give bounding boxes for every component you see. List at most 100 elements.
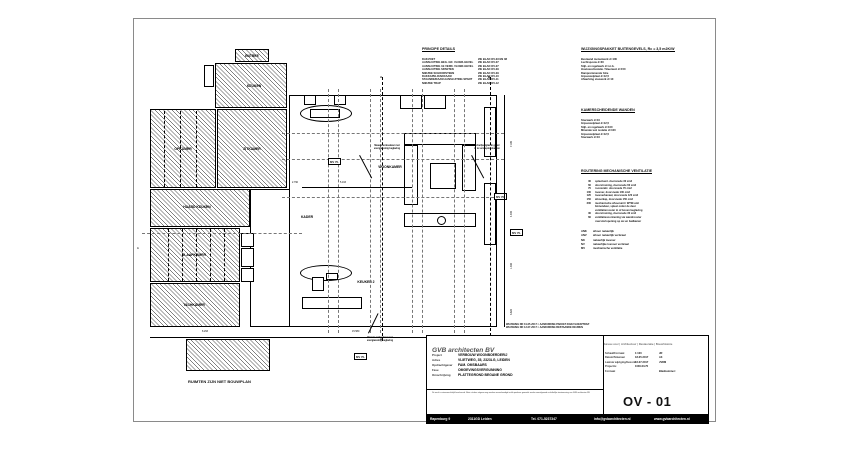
closet-3 <box>241 268 254 282</box>
revision-1: WIJZIGING DD 31-05-2017 > AANDUIDING PAK… <box>506 323 590 326</box>
vent-text: doorstroming, doorsnede 30 cm2 <box>595 212 637 216</box>
legend-ref: ZIE BLAD OV-07 <box>478 61 499 65</box>
dim-8: 3.620 <box>510 309 513 315</box>
note-entree-line2: energiezuinig beglazing <box>373 147 401 150</box>
legend-label: AANSLUITING SPANTEN <box>422 68 454 72</box>
vent-text: afvoerkap, doorsnede 150 cm2 <box>595 197 633 201</box>
room-tachkamer <box>150 283 240 327</box>
abbr-row: NV natuurlijke toevoer verticaal <box>581 243 716 247</box>
vent-symbol: 60 <box>588 215 591 219</box>
note-bottom-line1: Nieuwe entreedeur met <box>367 337 393 339</box>
legend-label: NIEUWE SCHOORSTEEN <box>422 71 455 75</box>
footer-email[interactable]: info@gvbarchitecten.nl <box>594 417 631 421</box>
closet-2 <box>241 248 254 267</box>
field-key: Adres <box>432 358 441 362</box>
field-key: Fase <box>432 368 439 372</box>
legend-wanden-title: KAMERSCHEIDENDE WANDEN <box>581 108 635 113</box>
footer-phone[interactable]: Tel. 071-5237347 <box>531 417 557 421</box>
furniture-coffee-table <box>430 163 456 189</box>
furniture-chair-2 <box>334 95 346 105</box>
field-value: FAM. OMSBAARS <box>458 363 487 367</box>
legend-line: Minerale wol isolatie d=100 <box>581 129 616 133</box>
abbr-desc: natuurlijke toevoer verticaal <box>593 242 629 246</box>
note-schuifpui-line2: in te verdiepingsbalkon <box>474 147 500 150</box>
legend-line: Afwerking stucwerk d=10 <box>581 78 614 82</box>
field-key: Project <box>432 353 442 357</box>
vent-text: ventilatierooster in of boven beglazing <box>595 208 643 212</box>
grid-value-1: 1030-03.70 <box>635 365 649 369</box>
legend-line: Luchtspouw d=30 <box>581 61 604 65</box>
furniture-table-top <box>310 109 340 118</box>
room-label-keuken: KEUKEN <box>246 84 262 88</box>
legend-ref: ZIE BLAD OV-03 EN 08 <box>478 58 507 61</box>
legend-ref: ZIE BLAD OV-09 <box>478 71 499 75</box>
room-label-keuken-2: KEUKEN 2 <box>357 280 375 284</box>
section-mark-b-top: B <box>488 75 491 79</box>
room-label-woonkamer: WOONKAMER <box>378 165 402 169</box>
legend-row: NIEUWE SCHOORSTEEN ZIE BLAD OV-09 <box>422 72 564 75</box>
grid-value-2: Bladnummer: <box>659 369 676 373</box>
abbr-key: NK <box>581 238 585 242</box>
room-label-kader: KADER <box>300 215 314 219</box>
grid-row: Projectnr.1030-03.70 <box>605 365 709 369</box>
grid-value-2: A3 <box>659 356 663 360</box>
section-mark-a-bottom: A <box>380 337 383 341</box>
field-value: VLIETWEG, 35, 2323LG, LEIDEN <box>458 358 510 362</box>
room-hall <box>250 189 290 327</box>
abbr-desc: mechanische ventilatie <box>593 246 623 250</box>
furniture-chair-1 <box>304 95 316 105</box>
dim-5: 7.185 <box>510 141 513 147</box>
furniture-kitchen-sink <box>326 273 338 280</box>
grid-value-1: 18-05-2017 <box>635 356 649 360</box>
vent-symbol: 30 <box>588 180 591 183</box>
callout-mv-2[interactable]: MV 70- <box>494 193 508 201</box>
room-label-entree: ENTREE <box>245 54 259 58</box>
title-block: GVB architecten BV Bureau voor | Archite… <box>426 335 709 416</box>
legend-label: NIEUWE TRAP <box>422 81 441 85</box>
legend-label: AANSLUITING BEG. GR. VLOER-GEVEL <box>422 61 474 65</box>
vent-symbol: 120 <box>586 194 591 198</box>
room-woonkamer-outline <box>289 95 497 327</box>
vent-text: binnendeur, spleet onder de deur <box>595 205 636 209</box>
legend-label: DAKKAPEL/DAKRAAM <box>422 75 452 79</box>
legend-label: DAKVOET <box>422 58 436 61</box>
room-label-haard-keuken: HAARD KEUKEN <box>183 205 211 209</box>
vent-text: toevoer, doorsnede 100 cm2 <box>595 190 630 194</box>
vent-text: overstortopening op wc en badkamer <box>595 219 642 223</box>
grid-key: Datum/Tekenaar <box>605 356 625 360</box>
callout-mv-1[interactable]: MV 70- <box>328 158 342 166</box>
legend-ref: ZIE BLAD OV-07 <box>478 64 499 68</box>
abbr-key: ANK <box>581 230 587 234</box>
field-row: Adres VLIETWEG, 35, 2323LG, LEIDEN <box>432 358 600 363</box>
callout-mv-3[interactable]: MV 70- <box>510 229 524 237</box>
legend-line: Stucwerk d=10 <box>581 136 600 140</box>
abbr-key: NV <box>581 242 585 246</box>
note-schuifpui: Schuifpui/glas in gevel in te verdieping… <box>442 145 532 150</box>
furniture-counter <box>302 297 362 309</box>
vent-symbol: 200 <box>586 201 591 205</box>
legend-ref: ZIE BLAD OV-09 <box>478 68 499 72</box>
dim-6: 4.490 <box>510 211 513 217</box>
callout-mv-4[interactable]: MV 70- <box>354 353 368 361</box>
grid-value-2: JR <box>659 352 663 355</box>
room-haard-keuken <box>150 189 250 227</box>
legend-line: Stucwerk d=10 <box>581 119 600 122</box>
footer-website[interactable]: www.gvbarchitecten.nl <box>654 417 690 421</box>
bureau-tagline: Bureau voor | Architectuur | Restauratie… <box>603 342 673 346</box>
